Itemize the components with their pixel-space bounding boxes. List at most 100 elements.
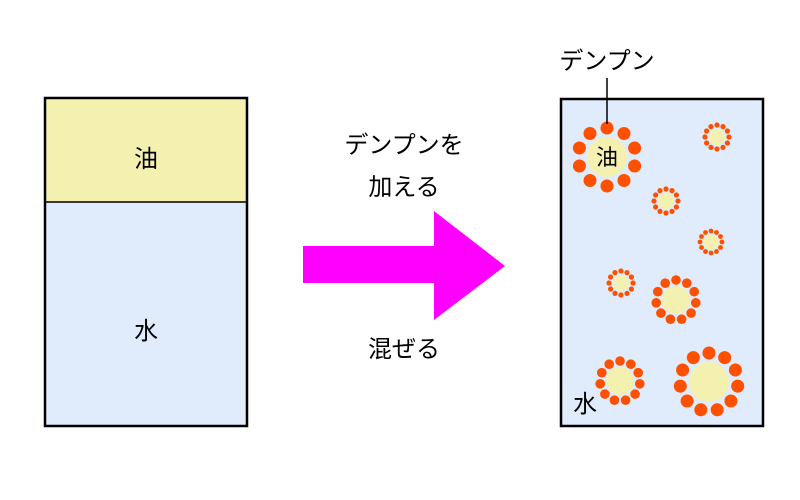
water-label: 水	[134, 317, 158, 345]
starch-particle	[604, 359, 614, 370]
starch-particle	[663, 210, 669, 216]
starch-particle	[653, 286, 663, 297]
starch-particle	[660, 278, 670, 289]
water-layer	[45, 202, 247, 426]
callout-label: デンプン	[559, 47, 654, 75]
process-group: デンプンを 加える 混ぜる	[303, 131, 505, 363]
starch-particle	[651, 298, 661, 308]
starch-particle	[583, 174, 597, 187]
after-water-label: 水	[573, 390, 597, 418]
starch-particle	[710, 403, 724, 417]
process-text-line2: 加える	[368, 173, 439, 201]
oil-droplet-core	[689, 362, 729, 402]
starch-particle	[653, 192, 659, 198]
starch-particle	[615, 356, 625, 366]
droplet-oil-label: 油	[596, 146, 618, 171]
starch-particle	[731, 379, 745, 393]
before-container: 油 水	[43, 96, 249, 428]
oil-droplet-core	[709, 129, 725, 145]
starch-particle	[572, 159, 586, 173]
starch-particle	[626, 359, 636, 370]
starch-particle	[699, 234, 704, 239]
starch-particle	[669, 208, 675, 214]
starch-particle	[686, 351, 700, 365]
starch-particle	[609, 395, 620, 406]
oil-layer	[45, 98, 247, 202]
starch-particle	[617, 127, 631, 140]
starch-particle	[714, 230, 719, 235]
starch-particle	[600, 389, 610, 399]
starch-particle	[714, 122, 720, 128]
starch-particle	[718, 234, 723, 239]
starch-particle	[702, 346, 716, 360]
starch-particle	[624, 290, 630, 296]
starch-particle	[633, 367, 643, 378]
starch-particle	[597, 367, 607, 378]
emulsion-droplet	[697, 228, 725, 256]
starch-particle	[708, 124, 714, 130]
starch-particle	[612, 290, 618, 296]
oil-droplet-core	[606, 367, 634, 395]
emulsion-droplet	[651, 275, 701, 325]
starch-particle	[620, 395, 631, 406]
oil-label: 油	[134, 145, 158, 173]
starch-particle	[699, 245, 704, 250]
starch-particle	[600, 179, 614, 193]
starch-particle	[689, 286, 699, 297]
starch-particle	[628, 141, 642, 155]
starch-particle	[675, 198, 681, 204]
starch-particle	[630, 389, 640, 399]
arrow-icon	[303, 211, 505, 320]
starch-particle	[657, 208, 663, 214]
starch-particle	[618, 292, 624, 298]
emulsion-droplet	[606, 268, 636, 298]
starch-particle	[714, 249, 719, 254]
starch-particle	[676, 314, 687, 325]
starch-particle	[719, 239, 725, 245]
emulsion-droplet	[673, 346, 745, 417]
starch-particle	[628, 286, 635, 292]
starch-particle	[726, 134, 732, 140]
starch-particle	[635, 379, 645, 389]
oil-droplet-core	[587, 137, 627, 177]
starch-particle	[618, 268, 624, 274]
starch-particle	[612, 270, 618, 276]
starch-particle	[703, 249, 708, 254]
starch-particle	[724, 140, 731, 146]
starch-particle	[651, 198, 657, 204]
starch-particle	[617, 174, 631, 187]
starch-particle	[608, 274, 614, 280]
starch-particle	[572, 141, 586, 155]
starch-particle	[708, 250, 714, 256]
starch-particle	[608, 286, 614, 292]
starch-particle	[657, 188, 663, 194]
starch-particle	[673, 204, 680, 210]
oil-droplet-core	[703, 234, 719, 250]
starch-particle	[720, 124, 726, 130]
oil-droplet-core	[613, 275, 629, 291]
starch-particle	[682, 278, 692, 289]
starch-particle	[718, 245, 723, 250]
starch-particle	[669, 188, 675, 194]
starch-particle	[718, 351, 732, 365]
emulsion-droplet	[702, 122, 732, 152]
process-text-line3: 混ぜる	[368, 335, 440, 363]
starch-particle	[728, 363, 742, 377]
process-text-line1: デンプンを	[344, 131, 463, 159]
starch-particle	[704, 128, 710, 134]
starch-particle	[583, 127, 597, 140]
starch-particle	[686, 308, 696, 318]
starch-particle	[724, 394, 738, 408]
starch-particle	[691, 298, 701, 308]
starch-particle	[671, 275, 681, 285]
starch-particle	[694, 403, 708, 417]
starch-particle	[708, 228, 714, 234]
starch-particle	[630, 280, 636, 286]
starch-particle	[704, 140, 710, 146]
droplet-layer	[572, 121, 745, 417]
oil-droplet-core	[662, 286, 690, 314]
emulsion-droplet	[572, 121, 642, 193]
starch-particle	[702, 134, 708, 140]
before-container-border	[43, 96, 249, 428]
